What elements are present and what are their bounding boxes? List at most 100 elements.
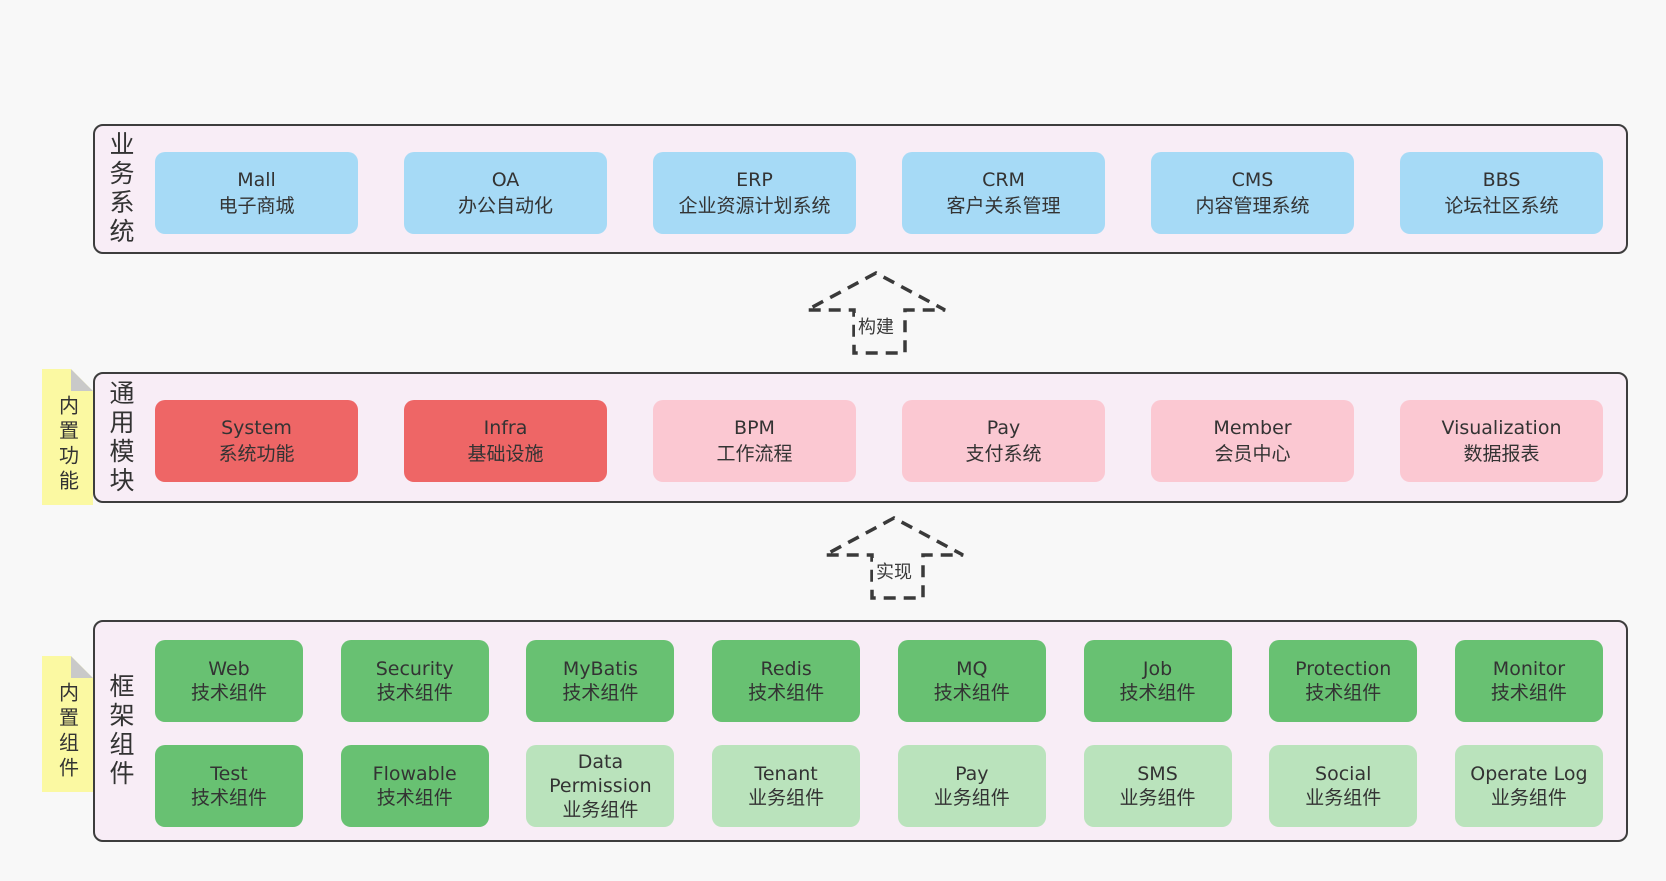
box-subtitle: 业务组件 — [748, 787, 825, 809]
box-subtitle: 企业资源计划系统 — [678, 195, 831, 217]
box-title: Security — [375, 658, 454, 680]
tag-built-in-components: 内置组件 — [42, 656, 93, 792]
box-subtitle: 客户关系管理 — [946, 195, 1061, 217]
box-subtitle: 内容管理系统 — [1195, 195, 1310, 217]
box-title: ERP — [736, 169, 773, 191]
box-title: MQ — [956, 658, 988, 680]
box-bbs: BBS 论坛社区系统 — [1400, 152, 1603, 234]
box-mybatis: MyBatis 技术组件 — [526, 640, 675, 722]
box-title: Monitor — [1492, 658, 1566, 680]
box-protection: Protection 技术组件 — [1269, 640, 1418, 722]
box-subtitle: 基础设施 — [467, 443, 544, 465]
box-subtitle: 系统功能 — [218, 443, 295, 465]
folded-corner-icon — [71, 656, 93, 678]
box-test: Test 技术组件 — [155, 745, 303, 827]
box-redis: Redis 技术组件 — [712, 640, 861, 722]
box-subtitle: 技术组件 — [190, 682, 267, 704]
box-subtitle: 技术组件 — [562, 682, 639, 704]
box-security: Security 技术组件 — [340, 640, 489, 722]
box-pay-system: Pay 支付系统 — [902, 400, 1105, 482]
box-title: CMS — [1231, 169, 1274, 191]
tag-built-in-components-label: 内置组件 — [55, 682, 80, 782]
box-cms: CMS 内容管理系统 — [1151, 152, 1354, 234]
tag-built-in-features: 内置功能 — [42, 369, 93, 505]
box-crm: CRM 客户关系管理 — [902, 152, 1105, 234]
box-subtitle: 业务组件 — [1490, 787, 1567, 809]
box-member: Member 会员中心 — [1151, 400, 1354, 482]
box-title: System — [221, 417, 292, 439]
box-subtitle: 技术组件 — [933, 682, 1010, 704]
box-subtitle: 支付系统 — [965, 443, 1042, 465]
box-title: Mall — [237, 169, 276, 191]
box-title: Operate Log — [1470, 763, 1588, 785]
box-title: Social — [1315, 763, 1372, 785]
layer-label-common-modules: 通用模块 — [106, 379, 135, 496]
build-arrow: 构建 — [805, 271, 947, 355]
box-title: Infra — [483, 417, 528, 439]
box-subtitle: 业务组件 — [1119, 787, 1196, 809]
box-title: BBS — [1482, 169, 1521, 191]
tag-built-in-features-label: 内置功能 — [55, 395, 80, 495]
implement-arrow-label: 实现 — [873, 558, 915, 584]
box-subtitle: 业务组件 — [562, 799, 639, 821]
module-boxes-row: System 系统功能 Infra 基础设施 BPM 工作流程 Pay 支付系统… — [155, 400, 1603, 482]
box-title: Visualization — [1441, 417, 1562, 439]
box-subtitle: 技术组件 — [190, 787, 267, 809]
box-visualization: Visualization 数据报表 — [1400, 400, 1603, 482]
box-title: Protection — [1295, 658, 1392, 680]
box-title: CRM — [982, 169, 1025, 191]
box-system: System 系统功能 — [155, 400, 358, 482]
folded-corner-icon — [71, 369, 93, 391]
box-subtitle: 论坛社区系统 — [1444, 195, 1559, 217]
implement-arrow: 实现 — [823, 516, 965, 600]
box-subtitle: 电子商城 — [218, 195, 295, 217]
box-subtitle: 数据报表 — [1463, 443, 1540, 465]
box-monitor: Monitor 技术组件 — [1454, 640, 1603, 722]
box-mall: Mall 电子商城 — [155, 152, 358, 234]
layer-business-systems: 业务系统 Mall 电子商城 OA 办公自动化 ERP 企业资源计划系统 CRM… — [93, 124, 1628, 254]
layer-framework-components: 框架组件 Web 技术组件 Security 技术组件 MyBatis 技术组件… — [93, 620, 1628, 842]
layer-label-framework-components: 框架组件 — [106, 673, 135, 789]
box-tenant: Tenant 业务组件 — [712, 745, 861, 827]
box-title: Redis — [760, 658, 812, 680]
box-job: Job 技术组件 — [1083, 640, 1232, 722]
up-block-arrow-icon — [806, 271, 946, 355]
box-title: Tenant — [754, 763, 818, 785]
box-oa: OA 办公自动化 — [404, 152, 607, 234]
box-operate-log: Operate Log 业务组件 — [1454, 745, 1603, 827]
build-arrow-label: 构建 — [855, 313, 897, 339]
box-title: SMS — [1137, 763, 1178, 785]
layer-label-business-systems: 业务系统 — [106, 131, 135, 247]
box-title: Pay — [955, 763, 989, 785]
box-title: Data Permission — [549, 751, 652, 797]
box-subtitle: 会员中心 — [1214, 443, 1291, 465]
box-subtitle: 技术组件 — [376, 682, 453, 704]
box-title: Pay — [986, 417, 1021, 439]
box-social: Social 业务组件 — [1269, 745, 1418, 827]
box-subtitle: 工作流程 — [716, 443, 793, 465]
box-bpm: BPM 工作流程 — [653, 400, 856, 482]
up-block-arrow-icon — [824, 516, 964, 600]
box-erp: ERP 企业资源计划系统 — [653, 152, 856, 234]
box-pay-component: Pay 业务组件 — [897, 745, 1046, 827]
box-subtitle: 技术组件 — [376, 787, 453, 809]
box-title: Member — [1213, 417, 1292, 439]
box-title: BPM — [734, 417, 775, 439]
box-data-permission: Data Permission 业务组件 — [526, 745, 675, 827]
box-subtitle: 技术组件 — [1119, 682, 1196, 704]
box-subtitle: 业务组件 — [1305, 787, 1382, 809]
layer-common-modules: 通用模块 System 系统功能 Infra 基础设施 BPM 工作流程 Pay… — [93, 372, 1628, 503]
box-title: Web — [208, 658, 250, 680]
box-subtitle: 技术组件 — [748, 682, 825, 704]
component-boxes-row-1: Web 技术组件 Security 技术组件 MyBatis 技术组件 Redi… — [155, 640, 1603, 722]
box-subtitle: 业务组件 — [933, 787, 1010, 809]
box-title: Flowable — [372, 763, 457, 785]
box-title: MyBatis — [562, 658, 638, 680]
box-sms: SMS 业务组件 — [1083, 745, 1232, 827]
box-infra: Infra 基础设施 — [404, 400, 607, 482]
box-title: Test — [210, 763, 248, 785]
box-subtitle: 技术组件 — [1490, 682, 1567, 704]
box-title: Job — [1142, 658, 1173, 680]
box-mq: MQ 技术组件 — [897, 640, 1046, 722]
